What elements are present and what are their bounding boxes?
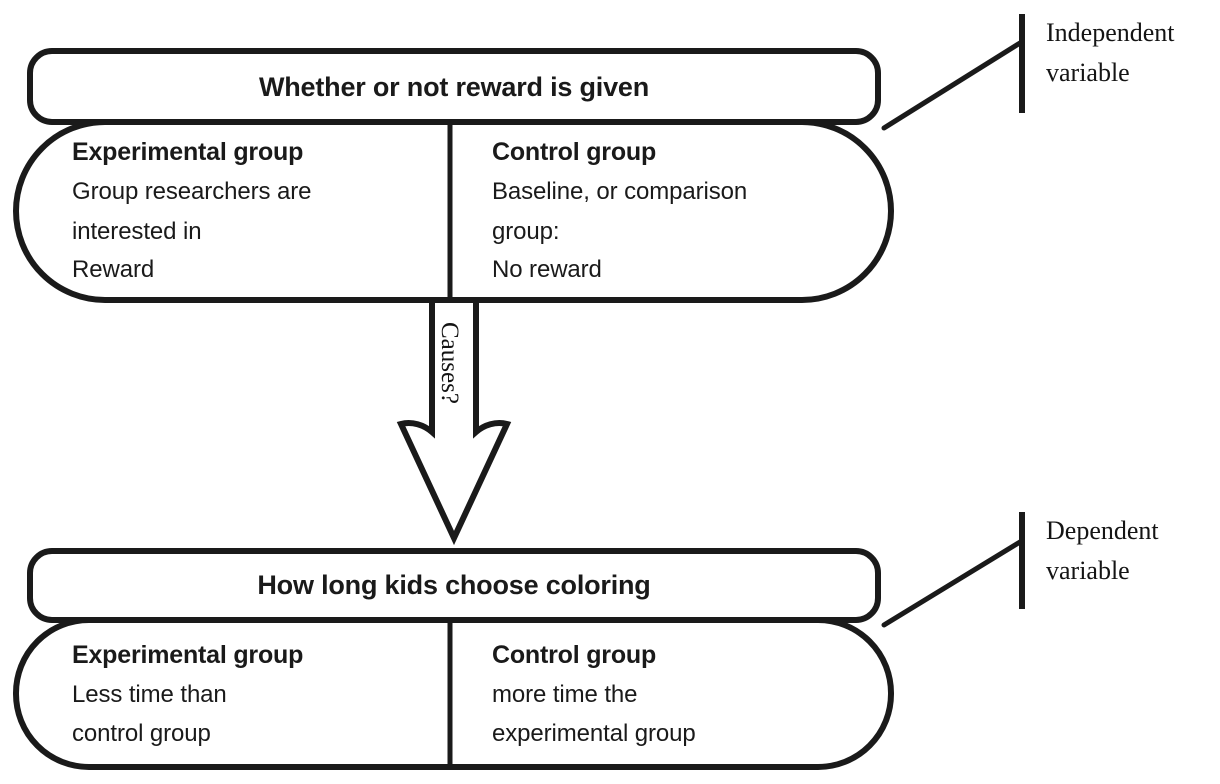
lower-bar [27,548,881,623]
lower-control-line-2: experimental group [492,720,696,747]
independent-variable-label-line-1: Independent [1046,18,1175,47]
upper-experimental-line-1: Group researchers are [72,178,312,205]
dependent-variable-label-line-1: Dependent [1046,516,1159,545]
upper-bar [27,48,881,125]
upper-experimental-heading: Experimental group [72,138,304,166]
lower-leader-line [881,539,1023,628]
upper-leader-line [881,40,1023,131]
independent-variable-label-line-2: variable [1046,58,1130,87]
lower-control-heading: Control group [492,641,657,669]
upper-control-heading: Control group [492,138,657,166]
upper-experimental-line-3: Reward [72,256,155,283]
lower-experimental-line-1: Less time than [72,681,227,708]
upper-control-line-1: Baseline, or comparison [492,178,748,205]
lower-experimental-line-2: control group [72,720,211,747]
upper-bar-title: Whether or not reward is given [258,72,650,102]
upper-control-line-2: group: [492,218,560,245]
causes-label: Causes? [436,322,463,404]
upper-experimental-line-2: interested in [72,218,202,245]
upper-control-line-3: No reward [492,256,602,283]
causes-arrow [396,297,512,546]
lower-experimental-heading: Experimental group [72,641,304,669]
dependent-variable-label-line-2: variable [1046,556,1130,585]
lower-control-line-1: more time the [492,681,638,708]
lower-bar-title: How long kids choose coloring [257,570,651,600]
